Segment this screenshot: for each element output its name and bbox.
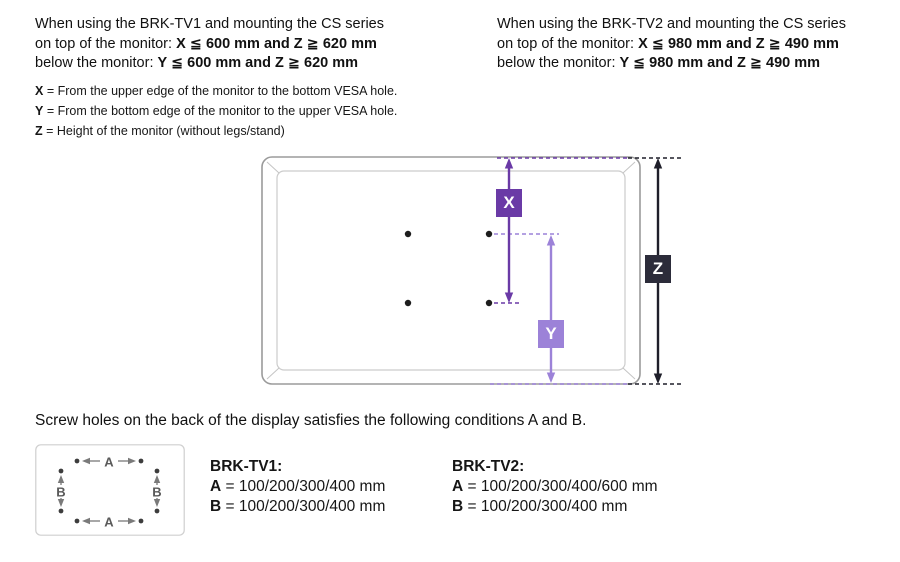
- definition-x-text: = From the upper edge of the monitor to …: [43, 84, 398, 98]
- tv1-line1: When using the BRK-TV1 and mounting the …: [35, 16, 384, 32]
- vesa-pattern-diagram: A A B B: [35, 444, 185, 536]
- definition-z-term: Z: [35, 124, 43, 138]
- monitor-outline: [261, 156, 641, 385]
- extension-dashed-lines: [490, 157, 684, 385]
- y-dimension-label: Y: [538, 320, 564, 348]
- screw-hole: [138, 458, 144, 464]
- brk-tv2-conditions-text: When using the BRK-TV2 and mounting the …: [497, 15, 897, 74]
- brk-tv1-title: BRK-TV1:: [210, 458, 283, 475]
- screw-hole: [154, 508, 160, 514]
- brk-tv1-spec-a-term: A: [210, 478, 222, 495]
- screw-hole: [58, 468, 64, 474]
- vesa-holes: [404, 230, 493, 307]
- brk-tv2-title: BRK-TV2:: [452, 458, 525, 475]
- brk-tv1-spec-b: B = 100/200/300/400 mm: [210, 497, 385, 517]
- brk-tv2-spec-b-term: B: [452, 497, 464, 515]
- vesa-hole-top-right: [485, 230, 493, 238]
- tv2-line1: When using the BRK-TV2 and mounting the …: [497, 16, 846, 32]
- brk-tv2-spec-a: A = 100/200/300/400/600 mm: [452, 477, 658, 497]
- tv1-line2-prefix: on top of the monitor:: [35, 35, 177, 52]
- tv2-line3-prefix: below the monitor:: [497, 55, 620, 71]
- brk-tv1-conditions-text: When using the BRK-TV1 and mounting the …: [35, 15, 485, 74]
- dimension-b-left-label: B: [56, 485, 65, 500]
- y-dimension-arrow: [546, 235, 556, 383]
- definition-x-term: X: [35, 84, 44, 98]
- brk-tv2-spec-a-term: A: [452, 478, 464, 495]
- dimension-a-bottom-label: A: [104, 515, 114, 530]
- screw-hole: [154, 468, 160, 474]
- tv2-line3-spec: Y ≦ 980 mm and Z ≧ 490 mm: [619, 55, 821, 71]
- definition-z-text: = Height of the monitor (without legs/st…: [42, 124, 285, 138]
- z-dimension-label: Z: [645, 255, 671, 283]
- definition-y: Y = From the bottom edge of the monitor …: [35, 101, 397, 121]
- dimension-b-right-arrow: [153, 475, 161, 507]
- vesa-pattern-border: [35, 444, 185, 536]
- dimension-a-top-arrow: [82, 457, 136, 465]
- screw-hole: [138, 518, 144, 524]
- vesa-hole-bottom-left: [404, 299, 412, 307]
- vesa-hole-bottom-right: [485, 299, 493, 307]
- definition-y-text: = From the bottom edge of the monitor to…: [43, 104, 398, 118]
- brk-tv1-spec-a-value: = 100/200/300/400 mm: [221, 478, 386, 495]
- brk-tv2-spec-a-value: = 100/200/300/400/600 mm: [463, 478, 658, 495]
- dimension-a-top-label: A: [104, 455, 114, 470]
- brk-tv2-spec-b-value: = 100/200/300/400 mm: [463, 497, 628, 515]
- dimension-b-left-arrow: [57, 475, 65, 507]
- vesa-hole-top-left: [404, 230, 412, 238]
- screw-holes-heading: Screw holes on the back of the display s…: [35, 412, 587, 429]
- screw-hole: [74, 518, 80, 524]
- brk-tv1-spec-b-term: B: [210, 497, 222, 515]
- tv2-line2-spec: X ≦ 980 mm and Z ≧ 490 mm: [638, 35, 839, 52]
- tv1-line2-spec: X ≦ 600 mm and Z ≧ 620 mm: [176, 35, 377, 52]
- screw-hole: [74, 458, 80, 464]
- brk-tv2-spec-b: B = 100/200/300/400 mm: [452, 497, 658, 517]
- definition-z: Z = Height of the monitor (without legs/…: [35, 121, 397, 141]
- brk-tv2-specs: BRK-TV2: A = 100/200/300/400/600 mm B = …: [452, 457, 658, 516]
- tv1-line3-spec: Y ≦ 600 mm and Z ≧ 620 mm: [157, 55, 359, 71]
- screw-holes: [58, 458, 160, 524]
- brk-tv1-spec-a: A = 100/200/300/400 mm: [210, 477, 385, 497]
- tv1-line3-prefix: below the monitor:: [35, 55, 158, 71]
- x-dimension-arrow: [504, 158, 514, 303]
- dimension-definitions: X = From the upper edge of the monitor t…: [35, 81, 397, 141]
- definition-x: X = From the upper edge of the monitor t…: [35, 81, 397, 101]
- dimension-a-bottom-arrow: [82, 517, 136, 525]
- x-dimension-label: X: [496, 189, 522, 217]
- monitor-back-diagram: [261, 156, 684, 385]
- brk-tv1-specs: BRK-TV1: A = 100/200/300/400 mm B = 100/…: [210, 457, 385, 516]
- dimension-b-right-label: B: [152, 485, 161, 500]
- tv2-line2-prefix: on top of the monitor:: [497, 35, 639, 52]
- screw-hole: [58, 508, 64, 514]
- brk-tv1-spec-b-value: = 100/200/300/400 mm: [221, 497, 386, 515]
- definition-y-term: Y: [35, 104, 44, 118]
